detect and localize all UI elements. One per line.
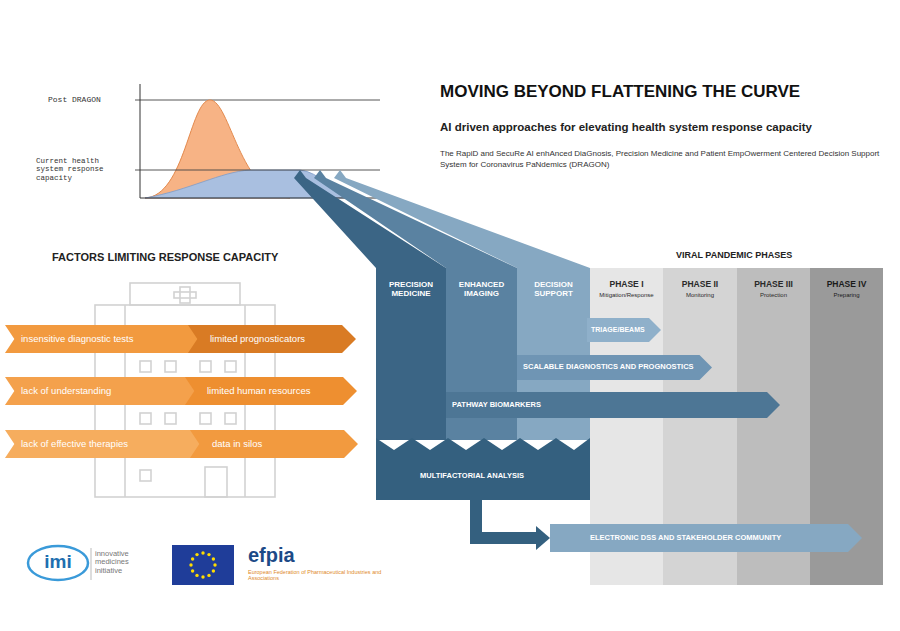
sweep-arrows (294, 170, 590, 268)
hospital-cross (180, 287, 190, 303)
flag-star (201, 551, 204, 554)
flow-connector (476, 500, 536, 538)
flag-star (212, 569, 215, 572)
node-fill (5, 377, 200, 405)
node-label: limited prognosticators (210, 334, 305, 345)
node-label: MULTIFACTORIAL ANALYSIS (420, 472, 524, 481)
window (225, 413, 236, 424)
window (140, 470, 151, 481)
node-fill (446, 392, 780, 418)
window (140, 413, 151, 424)
node-label: PHASE III (754, 280, 793, 290)
window (200, 361, 211, 372)
node-fill (190, 430, 358, 458)
node-shape (376, 438, 590, 500)
logo-text: imi (30, 552, 86, 571)
hospital-cross (174, 292, 196, 298)
node-fill (376, 268, 446, 440)
method-column: PRECISION MEDICINE (376, 268, 446, 440)
door (205, 467, 227, 497)
y-axis (140, 84, 141, 198)
logo-text: innovative medicines initiative (95, 550, 149, 575)
node-label: PHASE I (609, 280, 643, 290)
node-sublabel: Mitigation/Response (599, 292, 653, 299)
node-sublabel: Protection (760, 292, 787, 299)
logo-text: efpia (248, 543, 295, 567)
logo-divider (91, 548, 92, 580)
node-label: TRIAGE/BEAMS (591, 326, 645, 334)
flag-star (213, 563, 216, 566)
flow-arrow: ELECTRONIC DSS AND STAKEHOLDER COMMUNITY (550, 524, 862, 552)
flag-star (191, 569, 194, 572)
flag-star (201, 575, 204, 578)
flag-star (195, 574, 198, 577)
node-fill (517, 355, 712, 380)
analysis-band: MULTIFACTORIAL ANALYSIS (376, 438, 590, 500)
hospital-roof (130, 283, 240, 305)
description: The RapiD and SecuRe AI enhAnced DiaGnos… (440, 149, 895, 171)
flag-star (195, 553, 198, 556)
flag-star (189, 563, 192, 566)
node-fill (587, 318, 661, 342)
node-label: PHASE IV (827, 280, 867, 290)
logo-text: European Federation of Pharmaceutical In… (248, 569, 388, 582)
curve-label: Current health system response capacity (36, 157, 130, 182)
flag-star (207, 553, 210, 556)
sweep-arrow (294, 170, 446, 268)
title: MOVING BEYOND FLATTENING THE CURVE (440, 82, 800, 102)
section-heading: VIRAL PANDEMIC PHASES (676, 250, 792, 261)
node-label: lack of effective therapies (21, 439, 128, 450)
node-label: lack of understanding (21, 386, 111, 397)
node-sublabel: Preparing (833, 292, 859, 299)
factor-arrow: data in silos (190, 430, 358, 458)
flag-star (191, 557, 194, 560)
node-label: ENHANCED IMAGING (449, 280, 514, 298)
capacity-line (135, 170, 380, 171)
node-label: PHASE II (682, 280, 718, 290)
node-label: ELECTRONIC DSS AND STAKEHOLDER COMMUNITY (590, 534, 781, 543)
section-heading: FACTORS LIMITING RESPONSE CAPACITY (52, 251, 278, 264)
factor-arrow: limited human resources (185, 377, 357, 405)
node-label: PATHWAY BIOMARKERS (452, 401, 541, 410)
capacity-line (135, 100, 380, 101)
node-fill (376, 438, 590, 500)
factor-arrow: limited prognosticators (188, 325, 356, 353)
node-label: SCALABLE DIAGNOSTICS AND PROGNOSTICS (523, 363, 694, 372)
flow-arrow: PATHWAY BIOMARKERS (446, 392, 780, 418)
flag-star (207, 574, 210, 577)
window (165, 361, 176, 372)
factor-arrow: insensitive diagnostic tests (5, 325, 205, 353)
node-label: PRECISION MEDICINE (379, 280, 443, 298)
node-fill (185, 377, 357, 405)
node-fill (188, 325, 356, 353)
factor-arrow: lack of effective therapies (5, 430, 205, 458)
flag-star (212, 557, 215, 560)
subtitle: AI driven approaches for elevating healt… (440, 121, 895, 135)
window (225, 361, 236, 372)
factor-arrow: lack of understanding (5, 377, 200, 405)
node-label: DECISION SUPPORT (520, 280, 587, 298)
curve-label: Post DRAGON (48, 95, 101, 105)
imi-logo-oval (28, 546, 88, 580)
node-fill (5, 430, 205, 458)
node-fill (5, 325, 205, 353)
flow-arrow: TRIAGE/BEAMS (587, 318, 661, 342)
window (200, 413, 211, 424)
node-fill (550, 524, 862, 552)
window (140, 361, 151, 372)
node-label: limited human resources (207, 386, 311, 397)
node-label: data in silos (212, 439, 262, 450)
node-label: insensitive diagnostic tests (21, 334, 133, 345)
flow-arrow: SCALABLE DIAGNOSTICS AND PROGNOSTICS (517, 355, 712, 380)
eu-flag (172, 545, 234, 585)
node-sublabel: Monitoring (686, 292, 714, 299)
eu-flag-stars (189, 551, 216, 578)
window (165, 413, 176, 424)
